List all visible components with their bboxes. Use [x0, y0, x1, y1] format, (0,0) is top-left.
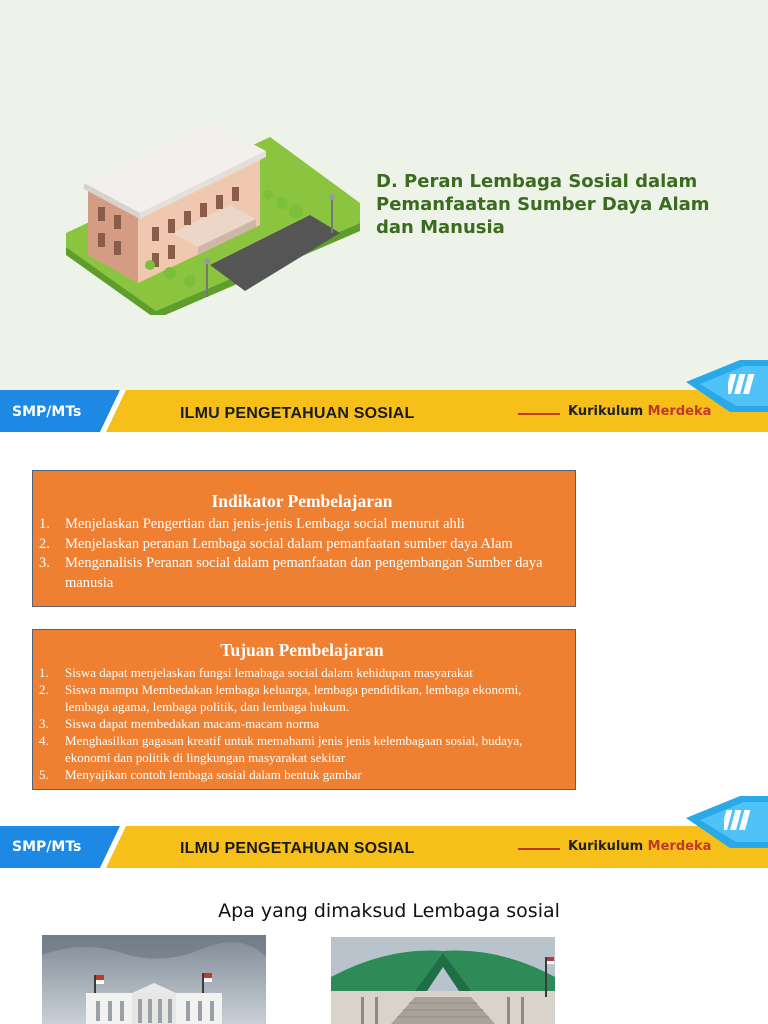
school-level-label: SMP/MTs [12, 839, 82, 855]
slide-cover: D. Peran Lembaga Sosial dalam Pemanfaata… [0, 0, 768, 432]
item-number: 5. [39, 767, 49, 782]
item-text: Siswa dapat membedakan macam-macam norma [65, 716, 320, 731]
merdeka-word: Merdeka [647, 839, 712, 854]
kurikulum-merdeka-label: Kurikulum Merdeka [568, 404, 711, 419]
list-item: 5. Menyajikan contoh lembaga sosial dala… [39, 766, 565, 783]
tujuan-title: Tujuan Pembelajaran [220, 640, 384, 660]
tujuan-box: Tujuan Pembelajaran 1. Siswa dapat menje… [32, 629, 576, 790]
kurikulum-word: Kurikulum [568, 839, 644, 854]
kurikulum-logo-icon [728, 374, 755, 394]
list-item: 3. Siswa dapat membedakan macam-macam no… [39, 715, 565, 732]
slide3-title: Apa yang dimaksud Lembaga sosial [218, 900, 560, 922]
item-number: 4. [39, 733, 49, 748]
item-number: 3. [39, 716, 49, 731]
photo-white-palace [42, 935, 266, 1024]
list-item: 2. Siswa mampu Membedakan lembaga keluar… [39, 681, 565, 715]
kurikulum-merdeka-label: Kurikulum Merdeka [568, 839, 711, 854]
subject-title: ILMU PENGETAHUAN SOSIAL [180, 405, 415, 422]
kurikulum-logo-icon [724, 810, 751, 830]
school-level-label: SMP/MTs [12, 404, 82, 420]
item-text: Menjelaskan Pengertian dan jenis-jenis L… [65, 516, 465, 532]
item-text: Menganalisis Peranan social dalam pemanf… [65, 555, 543, 591]
tujuan-list: 1. Siswa dapat menjelaskan fungsi lemaba… [39, 664, 565, 783]
subject-title: ILMU PENGETAHUAN SOSIAL [180, 840, 415, 857]
list-item: 3. Menganalisis Peranan social dalam pem… [39, 554, 565, 593]
merdeka-word: Merdeka [647, 404, 712, 419]
item-text: Menyajikan contoh lembaga sosial dalam b… [65, 767, 362, 782]
item-text: Siswa mampu Membedakan lembaga keluarga,… [65, 682, 522, 714]
item-number: 3. [39, 555, 50, 571]
header-banner: SMP/MTs ILMU PENGETAHUAN SOSIAL Kurikulu… [0, 796, 768, 868]
item-number: 2. [39, 535, 50, 552]
indikator-list: 1. Menjelaskan Pengertian dan jenis-jeni… [39, 515, 565, 593]
indikator-title: Indikator Pembelajaran [211, 491, 393, 511]
list-item: 4. Menghasilkan gagasan kreatif untuk me… [39, 732, 565, 766]
item-number: 1. [39, 665, 49, 680]
item-text: Menghasilkan gagasan kreatif untuk memah… [65, 733, 523, 765]
item-number: 1. [39, 516, 50, 532]
indikator-box: Indikator Pembelajaran 1. Menjelaskan Pe… [32, 470, 576, 607]
kurikulum-line [518, 413, 560, 415]
list-item: 1. Menjelaskan Pengertian dan jenis-jeni… [39, 515, 565, 535]
government-building-icon [66, 121, 360, 315]
photo-parliament-building [331, 937, 555, 1024]
kurikulum-line [518, 848, 560, 850]
banner-background [0, 796, 768, 868]
kurikulum-word: Kurikulum [568, 404, 644, 419]
list-item: 1. Siswa dapat menjelaskan fungsi lemaba… [39, 664, 565, 681]
slide-title: D. Peran Lembaga Sosial dalam Pemanfaata… [376, 171, 710, 238]
list-item: 2. Menjelaskan peranan Lembaga social da… [39, 535, 565, 555]
item-number: 2. [39, 682, 49, 697]
item-text: Siswa dapat menjelaskan fungsi lemabaga … [65, 665, 473, 680]
banner-background [0, 360, 768, 432]
header-banner: SMP/MTs ILMU PENGETAHUAN SOSIAL Kurikulu… [0, 360, 768, 432]
item-text: Menjelaskan peranan Lembaga social dalam… [65, 535, 513, 552]
